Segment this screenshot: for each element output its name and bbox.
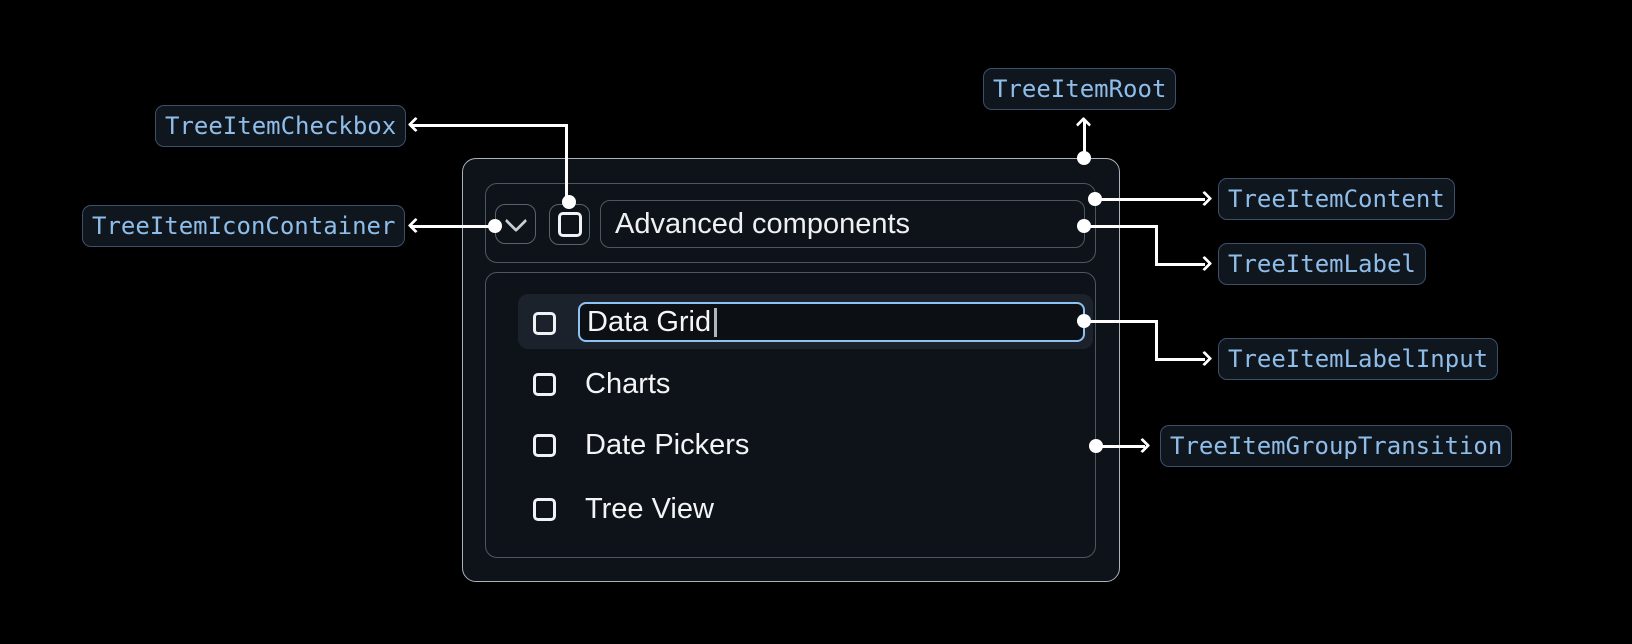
row-checkbox-date-pickers[interactable]	[533, 434, 556, 457]
connector-dot	[1089, 439, 1103, 453]
tree-item-label[interactable]: Advanced components	[600, 200, 1085, 248]
chip-tree-item-icon-container: TreeItemIconContainer	[82, 205, 406, 247]
row-checkbox-data-grid[interactable]	[533, 312, 556, 335]
chip-tree-item-label-input: TreeItemLabelInput	[1218, 338, 1499, 380]
arrow-up-icon	[1075, 116, 1092, 133]
chip-tree-item-content: TreeItemContent	[1218, 178, 1455, 220]
label-input-value: Data Grid	[587, 305, 712, 338]
row-label: Tree View	[585, 493, 714, 525]
connector-dot	[488, 219, 502, 233]
chip-tree-item-group-transition: TreeItemGroupTransition	[1160, 425, 1513, 467]
chip-tree-item-root: TreeItemRoot	[983, 68, 1177, 110]
parent-item-label: Advanced components	[615, 207, 911, 240]
connector-dot	[1088, 192, 1102, 206]
arrow-right-icon	[1196, 190, 1213, 207]
arrow-left-icon	[407, 217, 424, 234]
tree-item-root-panel	[462, 158, 1120, 582]
chip-tree-item-label: TreeItemLabel	[1218, 243, 1426, 285]
row-label: Charts	[585, 368, 671, 400]
chip-tree-item-checkbox: TreeItemCheckbox	[155, 105, 407, 147]
row-label: Date Pickers	[585, 429, 750, 461]
connector-dot	[1077, 151, 1091, 165]
text-caret	[714, 307, 718, 337]
connector-dot	[1077, 314, 1091, 328]
tree-item-row-charts[interactable]: Charts	[518, 357, 1093, 412]
connector-dot	[562, 195, 576, 209]
row-checkbox-charts[interactable]	[533, 373, 556, 396]
checkbox-unchecked-icon	[557, 212, 582, 237]
tree-item-content[interactable]	[485, 183, 1096, 263]
arrow-right-icon	[1196, 350, 1213, 367]
tree-item-row-tree-view[interactable]: Tree View	[518, 482, 1093, 537]
tree-item-group-transition	[485, 272, 1096, 558]
arrow-right-icon	[1196, 255, 1213, 272]
arrow-left-icon	[407, 116, 424, 133]
row-checkbox-tree-view[interactable]	[533, 498, 556, 521]
tree-item-checkbox-button[interactable]	[549, 204, 590, 245]
arrow-right-icon	[1134, 437, 1151, 454]
chevron-down-icon	[504, 209, 527, 233]
connector-dot	[1077, 219, 1091, 233]
tree-item-row-date-pickers[interactable]: Date Pickers	[518, 418, 1093, 473]
tree-item-label-input[interactable]: Data Grid	[578, 302, 1085, 342]
